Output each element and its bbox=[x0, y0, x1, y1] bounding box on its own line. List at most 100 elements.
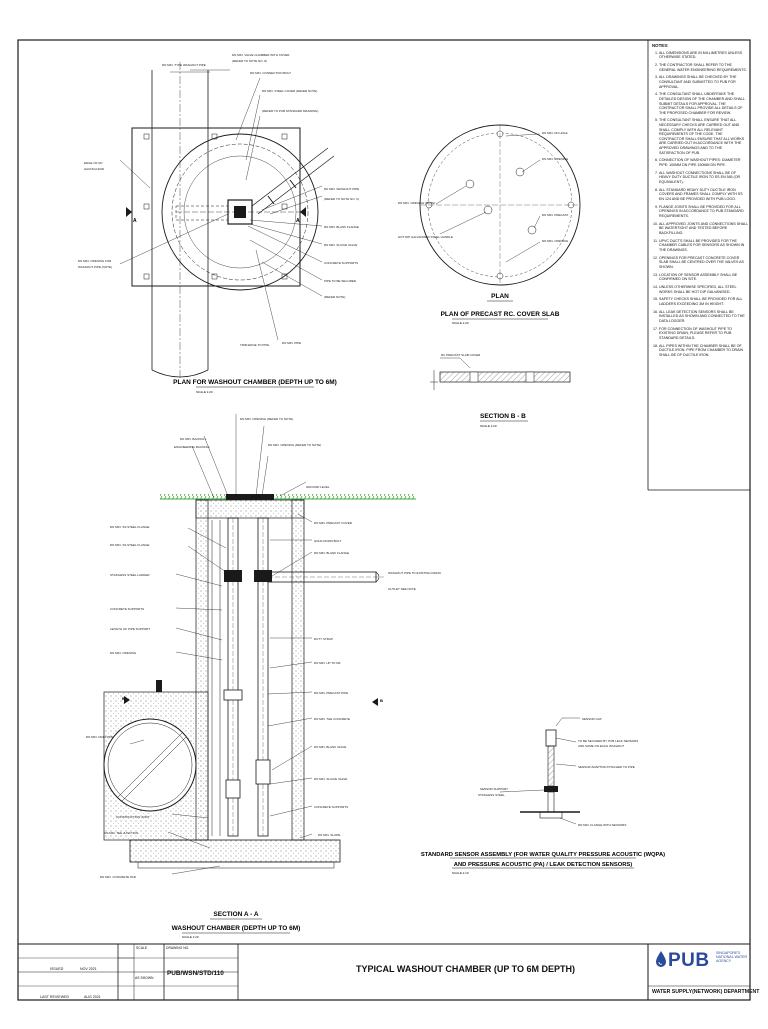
svg-text:(REFER TO PUB STANDARD DRAWING: (REFER TO PUB STANDARD DRAWING) bbox=[262, 109, 318, 113]
svg-text:CONSTRUCTION JOINT: CONSTRUCTION JOINT bbox=[116, 815, 150, 819]
pub-logo: PUB bbox=[668, 950, 710, 971]
pub-logo-tagline: SINGAPORE'S NATIONAL WATER AGENCY bbox=[716, 951, 748, 964]
svg-text:DN MIN. BLANK VALVE: DN MIN. BLANK VALVE bbox=[314, 745, 346, 749]
scale-label: SCALE bbox=[136, 946, 148, 950]
svg-text:TO BE SECURED BY PUB LEAK SENS: TO BE SECURED BY PUB LEAK SENSORS bbox=[578, 739, 638, 743]
svg-text:DUTY STRAP: DUTY STRAP bbox=[314, 637, 333, 641]
note-item: UNLESS OTHERWISE SPECIFIED, ALL STEEL WO… bbox=[659, 285, 748, 294]
svg-text:DN MIN. TEE JUNCTION: DN MIN. TEE JUNCTION bbox=[104, 831, 138, 835]
note-item: LOCATION OF SENSOR ASSEMBLY SHALL BE CON… bbox=[659, 273, 748, 282]
svg-text:SCALE 1:10: SCALE 1:10 bbox=[452, 871, 469, 875]
svg-text:DN MIN. OPENING: DN MIN. OPENING bbox=[542, 239, 569, 243]
svg-text:SCALE 1:20: SCALE 1:20 bbox=[182, 935, 199, 939]
sensor-assembly: SENSOR CAP TO BE SECURED BY PUB LEAK SEN… bbox=[421, 717, 665, 875]
section-a-a-title: SECTION A - A bbox=[213, 911, 258, 918]
svg-text:(REFER TO NOTE NO. 8): (REFER TO NOTE NO. 8) bbox=[232, 59, 267, 63]
svg-text:DN MIN. BACKFILL: DN MIN. BACKFILL bbox=[180, 437, 207, 441]
svg-text:DN MIN. BLANK FLANGE: DN MIN. BLANK FLANGE bbox=[314, 551, 349, 555]
svg-text:TRIM EDGE TO PIPE: TRIM EDGE TO PIPE bbox=[240, 343, 269, 347]
svg-text:DN MIN. STEEL COVER (REFER NOT: DN MIN. STEEL COVER (REFER NOTE) bbox=[262, 89, 317, 93]
svg-text:SCALE 1:20: SCALE 1:20 bbox=[196, 390, 213, 394]
svg-text:DN MIN. SLUICE VALVE: DN MIN. SLUICE VALVE bbox=[314, 777, 347, 781]
section-b-b: RC PRECAST SLAB COVER SECTION B - B SCAL… bbox=[430, 353, 571, 428]
drawing-no-label: DRAWING NO. bbox=[166, 946, 190, 950]
title-block bbox=[17, 943, 751, 1001]
svg-text:WASHOUT PIPE TO EXISTING DRAIN: WASHOUT PIPE TO EXISTING DRAIN bbox=[388, 571, 441, 575]
svg-text:STAINLESS STEEL: STAINLESS STEEL bbox=[478, 793, 505, 797]
svg-text:DN MIN. OPENING (REFER TO NOTE: DN MIN. OPENING (REFER TO NOTE) bbox=[240, 417, 293, 421]
drawing-title: TYPICAL WASHOUT CHAMBER (UP TO 6M DEPTH) bbox=[356, 964, 576, 974]
notes-heading: NOTES: bbox=[652, 44, 669, 48]
note-item: ALL DRAWINGS SHALL BE CHECKED BY THE CON… bbox=[659, 75, 748, 89]
svg-text:DN MIN. PRECAST COVER: DN MIN. PRECAST COVER bbox=[314, 521, 353, 525]
svg-text:DN MIN. OPENING (NOTE): DN MIN. OPENING (NOTE) bbox=[398, 201, 435, 205]
svg-text:B: B bbox=[380, 698, 383, 703]
svg-text:SENSOR ADAPTOR ATTACHED TO PIP: SENSOR ADAPTOR ATTACHED TO PIPE bbox=[578, 765, 635, 769]
drawing-number: PUB/WSN/STD/110 bbox=[167, 970, 224, 977]
section-a-a-subtitle: WASHOUT CHAMBER (DEPTH UP TO 6M) bbox=[172, 925, 301, 932]
svg-text:DN MIN. MAIN PIPE: DN MIN. MAIN PIPE bbox=[86, 735, 114, 739]
note-item: ALL STANDARD HEAVY DUTY DUCTILE IRON COV… bbox=[659, 188, 748, 202]
issued-date: NOV 2021 bbox=[80, 967, 97, 971]
svg-text:SCALE 1:20: SCALE 1:20 bbox=[452, 321, 469, 325]
note-item: THE CONSULTANT SHALL ENSURE THAT ALL NEC… bbox=[659, 118, 748, 155]
note-item: ALL PIPES WITHIN THE CHAMBER SHALL BE OF… bbox=[659, 344, 748, 358]
svg-text:SENSOR CAP: SENSOR CAP bbox=[582, 717, 602, 721]
svg-text:DN MIN. VALVE CHAMBER WITH COV: DN MIN. VALVE CHAMBER WITH COVER bbox=[232, 53, 290, 57]
svg-text:DN MIN. UP TO 6M: DN MIN. UP TO 6M bbox=[314, 661, 341, 665]
svg-text:WASHOUT PIPE (NOTE): WASHOUT PIPE (NOTE) bbox=[78, 265, 112, 269]
svg-text:OUTLET SEE NOTE: OUTLET SEE NOTE bbox=[388, 587, 416, 591]
svg-text:DN MIN. FLANGE WITH SENSORS: DN MIN. FLANGE WITH SENSORS bbox=[578, 823, 626, 827]
section-b-b-title: SECTION B - B bbox=[480, 413, 526, 420]
plan-cover-slab: DN MIN. DN HOLE DN MIN. OPENING DN MIN. … bbox=[398, 124, 581, 325]
svg-text:DN MIN. PRECAST: DN MIN. PRECAST bbox=[542, 213, 569, 217]
note-item: ALL DIMENSIONS ARE IN MILLIMETRES UNLESS… bbox=[659, 51, 748, 60]
svg-text:DN MIN. PRECAST PIPE: DN MIN. PRECAST PIPE bbox=[314, 691, 348, 695]
scale-value: AS SHOWN bbox=[135, 976, 154, 980]
section-a-a: B B DN MIN. OPENING (REFER TO NOTE) DN M… bbox=[86, 414, 441, 939]
note-item: ALL LEAK DETECTION SENSORS SHALL BE INST… bbox=[659, 310, 748, 324]
svg-text:GROUND LEVEL: GROUND LEVEL bbox=[306, 485, 330, 489]
sensor-subtitle: AND PRESSURE ACOUSTIC (PA) / LEAK DETECT… bbox=[454, 862, 632, 868]
note-item: SAFETY CHECKS SHALL BE PROVIDED FOR ALL … bbox=[659, 297, 748, 306]
svg-text:DN MIN. CONCRETE PAD: DN MIN. CONCRETE PAD bbox=[100, 875, 137, 879]
section-marker-a: A bbox=[133, 218, 137, 224]
note-item: FOR CONNECTION OF WASHOUT PIPE TO EXISTI… bbox=[659, 327, 748, 341]
svg-text:DN MIN. WASHOUT PIPE: DN MIN. WASHOUT PIPE bbox=[324, 187, 359, 191]
svg-text:SCALE 1:20: SCALE 1:20 bbox=[480, 424, 497, 428]
svg-text:DN MIN. SLOPE: DN MIN. SLOPE bbox=[318, 833, 340, 837]
svg-text:DN MIN. CONNECTION BOLT: DN MIN. CONNECTION BOLT bbox=[250, 71, 291, 75]
svg-text:ENGINEERING BACKFILL: ENGINEERING BACKFILL bbox=[174, 445, 210, 449]
sensor-title: STANDARD SENSOR ASSEMBLY (FOR WATER QUAL… bbox=[421, 852, 665, 858]
note-item: OPENINGS FOR PRECAST CONCRETE COVER SLAB… bbox=[659, 256, 748, 270]
svg-text:SENSOR SUPPORT: SENSOR SUPPORT bbox=[480, 787, 508, 791]
note-item: THE CONTRACTOR SHALL REFER TO THE GENERA… bbox=[659, 63, 748, 72]
pub-drop-icon bbox=[656, 951, 666, 967]
svg-text:(REFER TO NOTE NO. 6): (REFER TO NOTE NO. 6) bbox=[324, 197, 359, 201]
note-item: CONNECTION OF WASHOUT PIPES: DIAMETER PI… bbox=[659, 158, 748, 167]
note-item: ALL WASHOUT CONNECTIONS SHALL BE OF HEAV… bbox=[659, 171, 748, 185]
note-item: THE CONSULTANT SHALL UNDERTAKE THE DETAI… bbox=[659, 92, 748, 115]
svg-text:DN MIN. PIPE: DN MIN. PIPE bbox=[282, 341, 301, 345]
note-item: ALL APPROVED JOINTS AND CONNECTIONS SHAL… bbox=[659, 222, 748, 236]
svg-text:DN MIN. SS STEEL FLANGE: DN MIN. SS STEEL FLANGE bbox=[110, 543, 149, 547]
svg-text:HOT DIP GALVANISED STEEL HANDL: HOT DIP GALVANISED STEEL HANDLE bbox=[398, 235, 453, 239]
svg-text:DN MIN. SLUICE VALVE: DN MIN. SLUICE VALVE bbox=[324, 243, 357, 247]
svg-text:(REFER NOTE): (REFER NOTE) bbox=[324, 295, 345, 299]
svg-text:HOLD-DOWN BOLT: HOLD-DOWN BOLT bbox=[314, 539, 341, 543]
svg-text:STAINLESS STEEL LADDER: STAINLESS STEEL LADDER bbox=[110, 573, 150, 577]
notes-list: ALL DIMENSIONS ARE IN MILLIMETRES UNLESS… bbox=[652, 51, 748, 358]
last-reviewed-date: AUG 2021 bbox=[84, 995, 101, 999]
last-reviewed-label: LAST REVIEWED bbox=[40, 995, 70, 999]
svg-text:PIPE TO BE SECURED: PIPE TO BE SECURED bbox=[324, 279, 357, 283]
section-marker-b: B bbox=[122, 696, 125, 701]
svg-text:A: A bbox=[296, 218, 300, 224]
svg-text:EDGE OF RC: EDGE OF RC bbox=[84, 161, 104, 165]
svg-text:HAUNCH END: HAUNCH END bbox=[84, 167, 105, 171]
plan-washout-chamber: A A DN MIN. VALVE CHAMBER WITH COVER (RE… bbox=[78, 53, 359, 394]
issued-label: ISSUED bbox=[50, 967, 64, 971]
svg-text:RC PRECAST SLAB COVER: RC PRECAST SLAB COVER bbox=[441, 353, 481, 357]
notes-panel: NOTES: ALL DIMENSIONS ARE IN MILLIMETRES… bbox=[652, 44, 748, 484]
